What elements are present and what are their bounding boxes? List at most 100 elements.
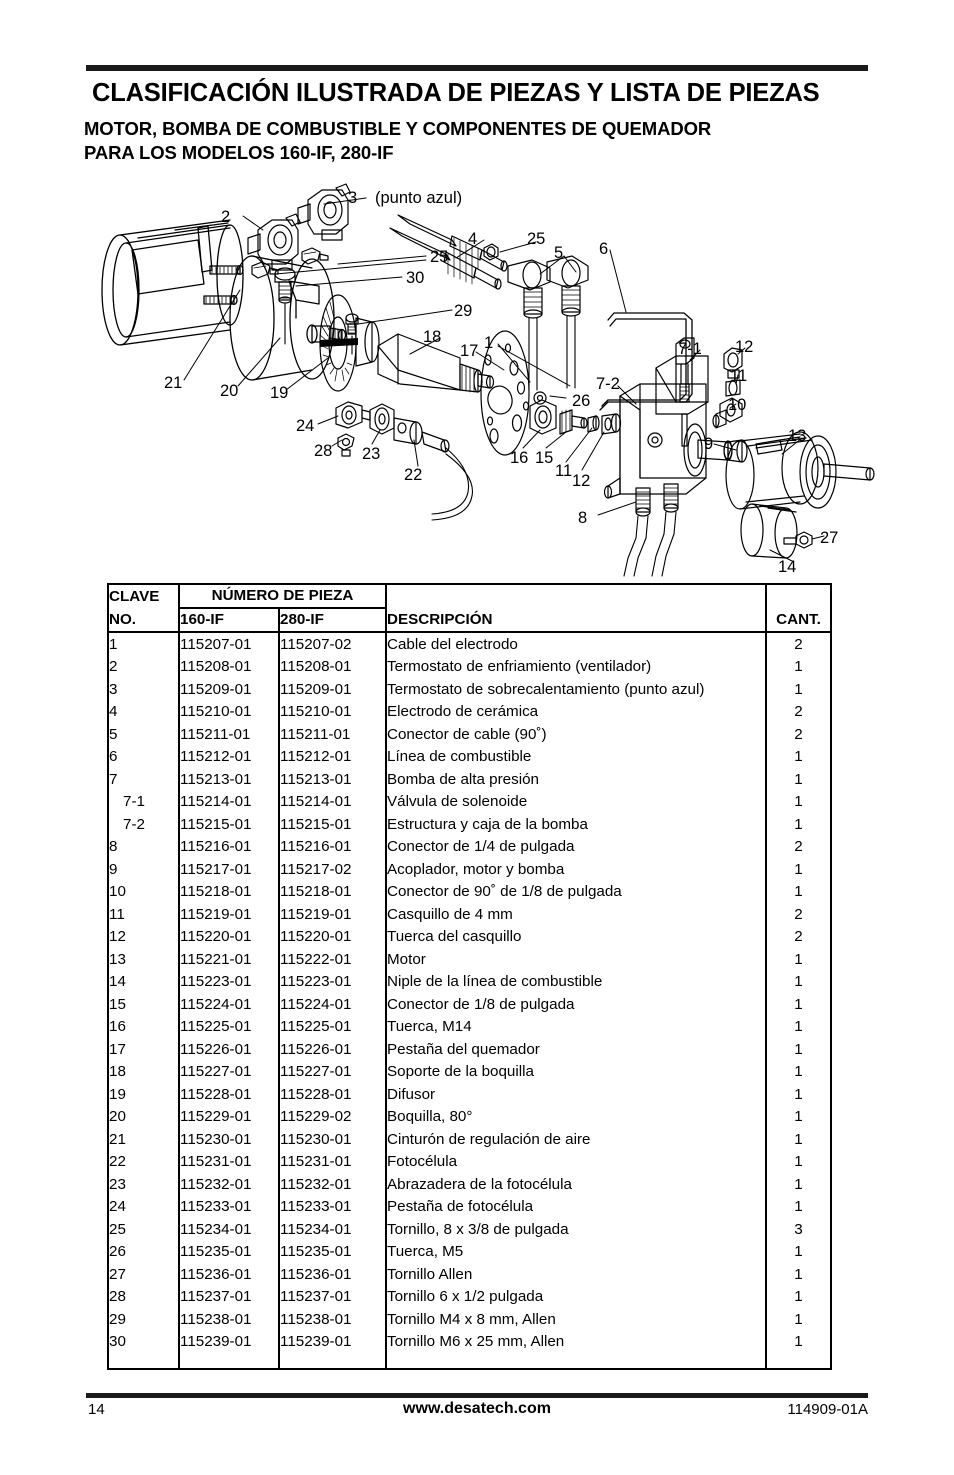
part-7-2-pump-housing [603,383,733,499]
cell-part-280if: 115214-01 [279,790,387,813]
cell-part-160if: 115231-01 [179,1150,280,1173]
cell-clave-no: 7-1 [109,790,180,813]
cell-part-280if: 115219-01 [279,903,387,926]
cell-cantidad: 1 [794,1063,803,1081]
exploded-parts-diagram: 2 3 (punto azul) 25 30 29 21 20 19 18 17… [80,178,880,578]
cell-clave-no: 22 [109,1150,180,1173]
cell-part-160if: 115236-01 [179,1263,280,1286]
cell-clave-no: 20 [109,1105,180,1128]
part-18-nozzle-support [377,333,495,393]
cell-part-280if: 115223-01 [279,970,387,993]
page-title: CLASIFICACIÓN ILUSTRADA DE PIEZAS Y LIST… [92,79,820,107]
cell-descripcion: Conector de 90˚ de 1/8 de pulgada [386,880,767,903]
callout-8: 8 [578,509,587,527]
callout-11-b: 11 [730,367,747,385]
cell-part-160if: 115230-01 [179,1128,280,1151]
cell-cantidad: 1 [794,1040,803,1058]
callout-3: 3 [348,189,357,207]
cell-part-280if: 115233-01 [279,1195,387,1218]
cell-clave-no: 21 [109,1128,180,1151]
cell-cantidad: 1 [794,1333,803,1351]
callout-25-b: 25 [527,230,545,248]
cell-part-160if: 115208-01 [179,655,280,678]
table-header-row-2: NO. 160-IF 280-IF DESCRIPCIÓN CANT. [109,608,830,633]
part-5-cable-connector-90 [507,255,589,319]
part-14-capacitor [740,503,798,559]
callout-6: 6 [599,240,608,258]
cell-part-160if: 115215-01 [179,813,280,836]
cell-cantidad: 1 [794,1243,803,1261]
cell-descripcion: Electrodo de cerámica [386,700,767,723]
cell-descripcion: Pestaña del quemador [386,1038,767,1061]
cell-part-160if: 115235-01 [179,1240,280,1263]
table-header-row-1: CLAVE NÚMERO DE PIEZA [109,585,830,609]
cell-cantidad: 1 [794,793,803,811]
cell-part-280if: 115212-01 [279,745,387,768]
cell-part-160if: 115237-01 [179,1285,280,1308]
part-23-photocell-clamp [369,403,395,435]
cell-part-280if: 115239-01 [279,1330,387,1353]
header-model-280if: 280-IF [279,608,387,633]
cell-clave-no: 27 [109,1263,180,1286]
cell-descripcion: Estructura y caja de la bomba [386,813,767,836]
cell-cantidad: 1 [794,815,803,833]
part-16-nut-m14 [529,399,557,435]
cell-descripcion: Línea de combustible [386,745,767,768]
cell-clave-no: 11 [109,903,180,926]
header-numero-de-pieza: NÚMERO DE PIEZA [179,585,387,609]
cell-descripcion: Termostato de enfriamiento (ventilador) [386,655,767,678]
header-clave: CLAVE [109,585,180,608]
cell-cantidad: 1 [794,1265,803,1283]
cell-descripcion: Cable del electrodo [386,632,767,656]
cell-clave-no: 14 [109,970,180,993]
cell-clave-no: 23 [109,1173,180,1196]
cell-part-280if: 115209-01 [279,678,387,701]
header-clave-no: NO. [109,608,180,633]
cell-clave-no: 12 [109,925,180,948]
cell-descripcion: Acoplador, motor y bomba [386,858,767,881]
cell-descripcion: Termostato de sobrecalentamiento (punto … [386,678,767,701]
cell-clave-no: 16 [109,1015,180,1038]
cell-descripcion: Cinturón de regulación de aire [386,1128,767,1151]
cell-part-160if: 115213-01 [179,768,280,791]
diagram-callout-labels: 2 3 (punto azul) 25 30 29 21 20 19 18 17… [164,189,838,576]
cell-part-280if: 115231-01 [279,1150,387,1173]
cell-clave-no: 17 [109,1038,180,1061]
cell-descripcion: Niple de la línea de combustible [386,970,767,993]
cell-part-280if: 115236-01 [279,1263,387,1286]
cell-cantidad: 3 [794,1220,803,1238]
cell-descripcion: Tornillo M6 x 25 mm, Allen [386,1330,767,1353]
cell-part-160if: 115216-01 [179,835,280,858]
cell-cantidad: 1 [794,995,803,1013]
cell-part-160if: 115229-01 [179,1105,280,1128]
cell-clave-no: 24 [109,1195,180,1218]
part-12-ferrule-nut-right [723,347,743,379]
cell-part-280if: 115230-01 [279,1128,387,1151]
cell-part-160if: 115239-01 [179,1330,280,1353]
cell-cantidad: 1 [794,1175,803,1193]
callout-20: 20 [220,382,238,400]
cell-part-280if: 115213-01 [279,768,387,791]
cell-clave-no: 4 [109,700,180,723]
part-1-electrode-cable [528,315,576,391]
part-26-nut-m5 [533,391,547,405]
cell-part-160if: 115233-01 [179,1195,280,1218]
footer-rule [86,1393,868,1398]
cell-part-160if: 115232-01 [179,1173,280,1196]
cell-clave-no: 13 [109,948,180,971]
